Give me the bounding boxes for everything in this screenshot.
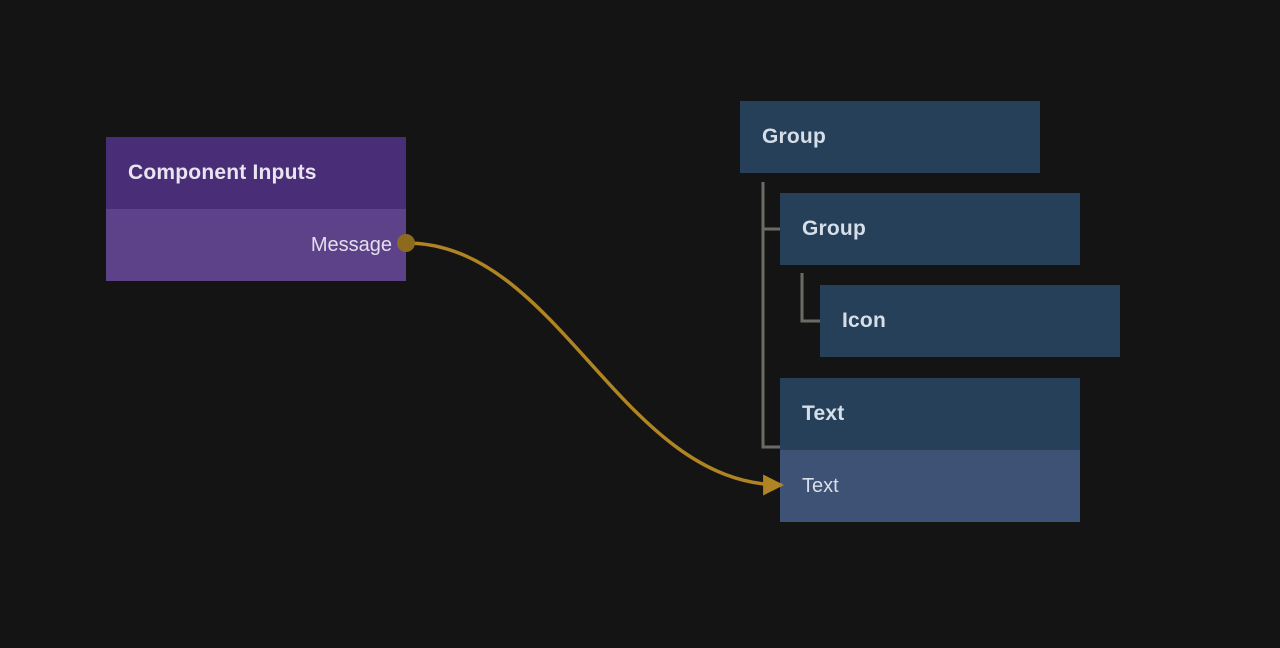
row-label-message: Message [310,233,392,256]
node-text-row-text[interactable]: Text [780,450,1080,522]
node-component-inputs-header[interactable]: Component Inputs [106,137,406,209]
node-component-inputs-row-message[interactable]: Message [106,209,406,281]
node-icon-title: Icon [842,309,886,332]
connection-message-to-text[interactable] [405,241,785,496]
node-text-title: Text [802,402,845,425]
node-icon-header[interactable]: Icon [820,285,1120,357]
node-component-inputs-title: Component Inputs [128,161,317,184]
node-group-child[interactable]: Group [780,193,1080,265]
node-group-root-title: Group [762,125,826,148]
node-component-inputs[interactable]: Component Inputs Message [106,137,406,281]
node-text-header[interactable]: Text [780,378,1080,450]
node-icon[interactable]: Icon [820,285,1120,357]
node-text[interactable]: Text Text [780,378,1080,522]
tree-line-to-icon [800,273,820,323]
row-label-text: Text [802,474,839,497]
tree-line-root-trunk [761,182,780,449]
node-group-root[interactable]: Group [740,101,1040,173]
node-group-root-header[interactable]: Group [740,101,1040,173]
node-group-child-header[interactable]: Group [780,193,1080,265]
node-group-child-title: Group [802,217,866,240]
